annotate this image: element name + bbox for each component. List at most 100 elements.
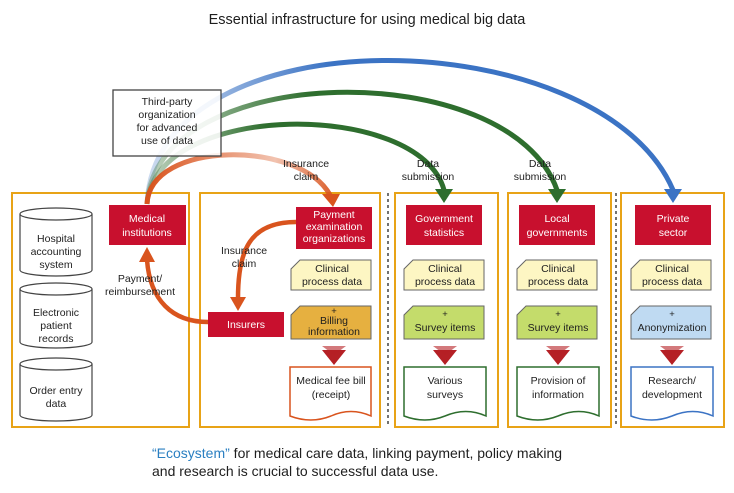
down-arrow-payment-top — [322, 346, 346, 355]
order-entry-cylinder — [19, 357, 93, 422]
anonymization-label: Anonymization — [638, 322, 707, 334]
data-submission-1-label-1: Data — [417, 158, 439, 170]
private-sector-box — [635, 205, 711, 245]
insurers-label: Insurers — [227, 319, 265, 331]
survey-items-local-label: Survey items — [528, 322, 589, 334]
arrowhead-payment-examination — [322, 194, 340, 207]
clinical-note-government-label-1: Clinical — [428, 263, 462, 275]
clinical-note-government-label-2: process data — [415, 276, 475, 288]
footer-line-2: and research is crucial to successful da… — [152, 463, 438, 479]
medical-fee-bill-label-1: Medical fee bill — [296, 375, 365, 387]
medical-fee-bill-document — [289, 366, 372, 421]
clinical-note-government — [403, 259, 485, 291]
third-party-label-3: for advanced — [137, 122, 198, 134]
diagram-title: Essential infrastructure for using medic… — [209, 12, 527, 28]
down-arrow-payment — [322, 350, 346, 365]
local-governments-label-2: governments — [527, 227, 588, 239]
down-arrow-government — [433, 350, 457, 365]
arrow-payment-reimbursement — [144, 259, 209, 325]
down-arrow-local — [546, 350, 570, 365]
arrow-insurance-claim-left — [235, 219, 297, 299]
hospital-accounting-label-1: Hospital — [37, 233, 75, 245]
private-sector-label-2: sector — [659, 227, 688, 239]
government-statistics-box — [406, 205, 482, 245]
payment-reimbursement-label-1: Payment/ — [118, 273, 162, 285]
billing-label-1: Billing — [320, 315, 348, 327]
third-party-label-2: organization — [138, 109, 195, 121]
arrow-to-payment-examination — [144, 152, 333, 205]
electronic-patient-records-label-3: records — [38, 333, 73, 345]
clinical-note-payment-label-2: process data — [302, 276, 362, 288]
third-party-label-1: Third-party — [142, 96, 194, 108]
medical-fee-bill-label-2: (receipt) — [312, 389, 351, 401]
payment-examination-label-3: organizations — [303, 233, 365, 245]
hospital-accounting-cylinder — [19, 207, 93, 277]
data-submission-2-label-1: Data — [529, 158, 551, 170]
medical-institutions-label-2: institutions — [122, 227, 172, 239]
footer-line-1: “Ecosystem” for medical care data, linki… — [152, 445, 562, 461]
clinical-note-local — [516, 259, 598, 291]
footer-ecosystem-accent: “Ecosystem” — [152, 445, 230, 461]
hospital-accounting-label-2: accounting — [31, 246, 82, 258]
billing-label-2: information — [308, 326, 360, 338]
research-development-label-2: development — [642, 389, 702, 401]
arrowhead-local-governments — [548, 189, 566, 203]
electronic-patient-records-cylinder — [19, 282, 93, 349]
insurance-claim-top-label-2: claim — [294, 171, 319, 183]
clinical-note-payment — [290, 259, 372, 291]
medical-institutions-label-1: Medical — [129, 213, 165, 225]
government-statistics-label-1: Government — [415, 213, 473, 225]
payment-examination-box — [296, 207, 372, 249]
billing-plus: + — [331, 306, 337, 317]
footer-line-1-rest: for medical care data, linking payment, … — [230, 445, 562, 461]
survey-items-government-label: Survey items — [415, 322, 476, 334]
government-statistics-label-2: statistics — [424, 227, 464, 239]
order-entry-label-2: data — [46, 398, 67, 410]
clinical-note-payment-label-1: Clinical — [315, 263, 349, 275]
payment-examination-label-2: examination — [306, 221, 363, 233]
provision-of-information-document — [516, 366, 600, 421]
private-sector-label-1: Private — [657, 213, 690, 225]
down-arrow-local-top — [546, 346, 570, 355]
various-surveys-label-2: surveys — [427, 389, 463, 401]
clinical-note-private — [630, 259, 712, 291]
down-arrow-private — [660, 350, 684, 365]
third-party-label-4: use of data — [141, 135, 193, 147]
arrow-to-government-statistics — [144, 121, 447, 205]
local-governments-label-1: Local — [544, 213, 569, 225]
various-surveys-label-1: Various — [428, 375, 463, 387]
data-submission-1-label-2: submission — [402, 171, 455, 183]
provision-of-information-label-2: information — [532, 389, 584, 401]
clinical-note-private-label-1: Clinical — [655, 263, 689, 275]
survey-items-note-local — [516, 305, 598, 340]
medical-institutions-box — [109, 205, 186, 245]
billing-information-note — [290, 305, 372, 340]
local-governments-box — [519, 205, 595, 245]
insurance-claim-top-label-1: Insurance — [283, 158, 329, 170]
hospital-accounting-label-3: system — [39, 259, 73, 271]
anonymization-plus: + — [669, 309, 675, 320]
insurers-box — [208, 312, 284, 337]
down-arrow-government-top — [433, 346, 457, 355]
down-arrow-private-top — [660, 346, 684, 355]
research-development-label-1: Research/ — [648, 375, 696, 387]
arrowhead-government-statistics — [435, 189, 453, 203]
arrowhead-insurance-claim-left — [230, 297, 246, 311]
anonymization-note — [630, 305, 712, 340]
clinical-note-local-label-1: Clinical — [541, 263, 575, 275]
insurance-claim-left-label-1: Insurance — [221, 245, 267, 257]
clinical-note-local-label-2: process data — [528, 276, 588, 288]
survey-items-government-plus: + — [442, 309, 448, 320]
payment-reimbursement-label-2: reimbursement — [105, 286, 175, 298]
data-submission-2-label-2: submission — [514, 171, 567, 183]
electronic-patient-records-label-2: patient — [40, 320, 72, 332]
arrowhead-private-sector — [664, 189, 682, 203]
clinical-note-private-label-2: process data — [642, 276, 702, 288]
payment-examination-label-1: Payment — [313, 209, 355, 221]
survey-items-local-plus: + — [555, 309, 561, 320]
survey-items-note-government — [403, 305, 485, 340]
arrowhead-payment-reimbursement — [139, 247, 155, 262]
research-development-document — [630, 366, 714, 421]
